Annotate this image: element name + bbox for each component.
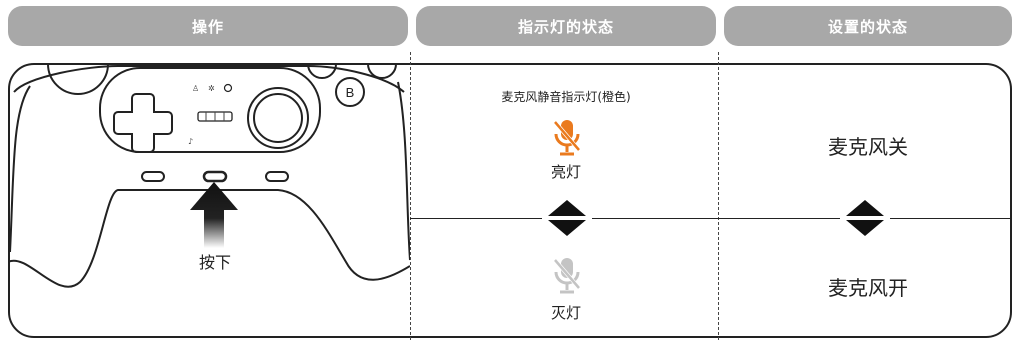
column-divider-1 [410,52,411,340]
column-divider-2 [718,52,719,340]
header-setting-label: 设置的状态 [827,17,908,36]
indicator-title: 麦克风静音指示灯(橙色) [501,90,631,104]
header-operation-label: 操作 [191,17,224,36]
toggle-arrow-box-2 [840,198,890,238]
svg-text:♪: ♪ [188,137,193,146]
setting-mic-off: 麦克风关 [828,135,908,159]
mic-muted-icon [553,120,581,156]
header-indicator-label: 指示灯的状态 [517,17,614,36]
right-button-top-right [367,63,397,79]
header-operation: 操作 [8,6,408,46]
press-arrow-icon [190,182,238,248]
right-button-top-left [307,63,337,79]
left-bumper-circle [47,63,109,95]
header-setting-state: 设置的状态 [724,6,1012,46]
controller-illustration: B ♙ ✲ ♪ [8,63,410,288]
indicator-off-label: 灭灯 [550,304,581,322]
indicator-on-label: 亮灯 [550,163,581,181]
up-down-arrow-icon [846,200,884,236]
row-divider [410,218,1011,219]
svg-text:♙: ♙ [192,84,199,93]
setting-mic-on: 麦克风开 [828,276,908,300]
press-label: 按下 [198,253,231,272]
toggle-arrow-box-1 [542,198,592,238]
content-panel [8,63,1012,338]
up-down-arrow-icon [548,200,586,236]
svg-text:✲: ✲ [208,84,215,93]
header-indicator-state: 指示灯的状态 [416,6,716,46]
b-button-label: B [346,85,355,100]
mic-muted-gray-icon [553,258,581,294]
dpad-icon [113,93,173,153]
